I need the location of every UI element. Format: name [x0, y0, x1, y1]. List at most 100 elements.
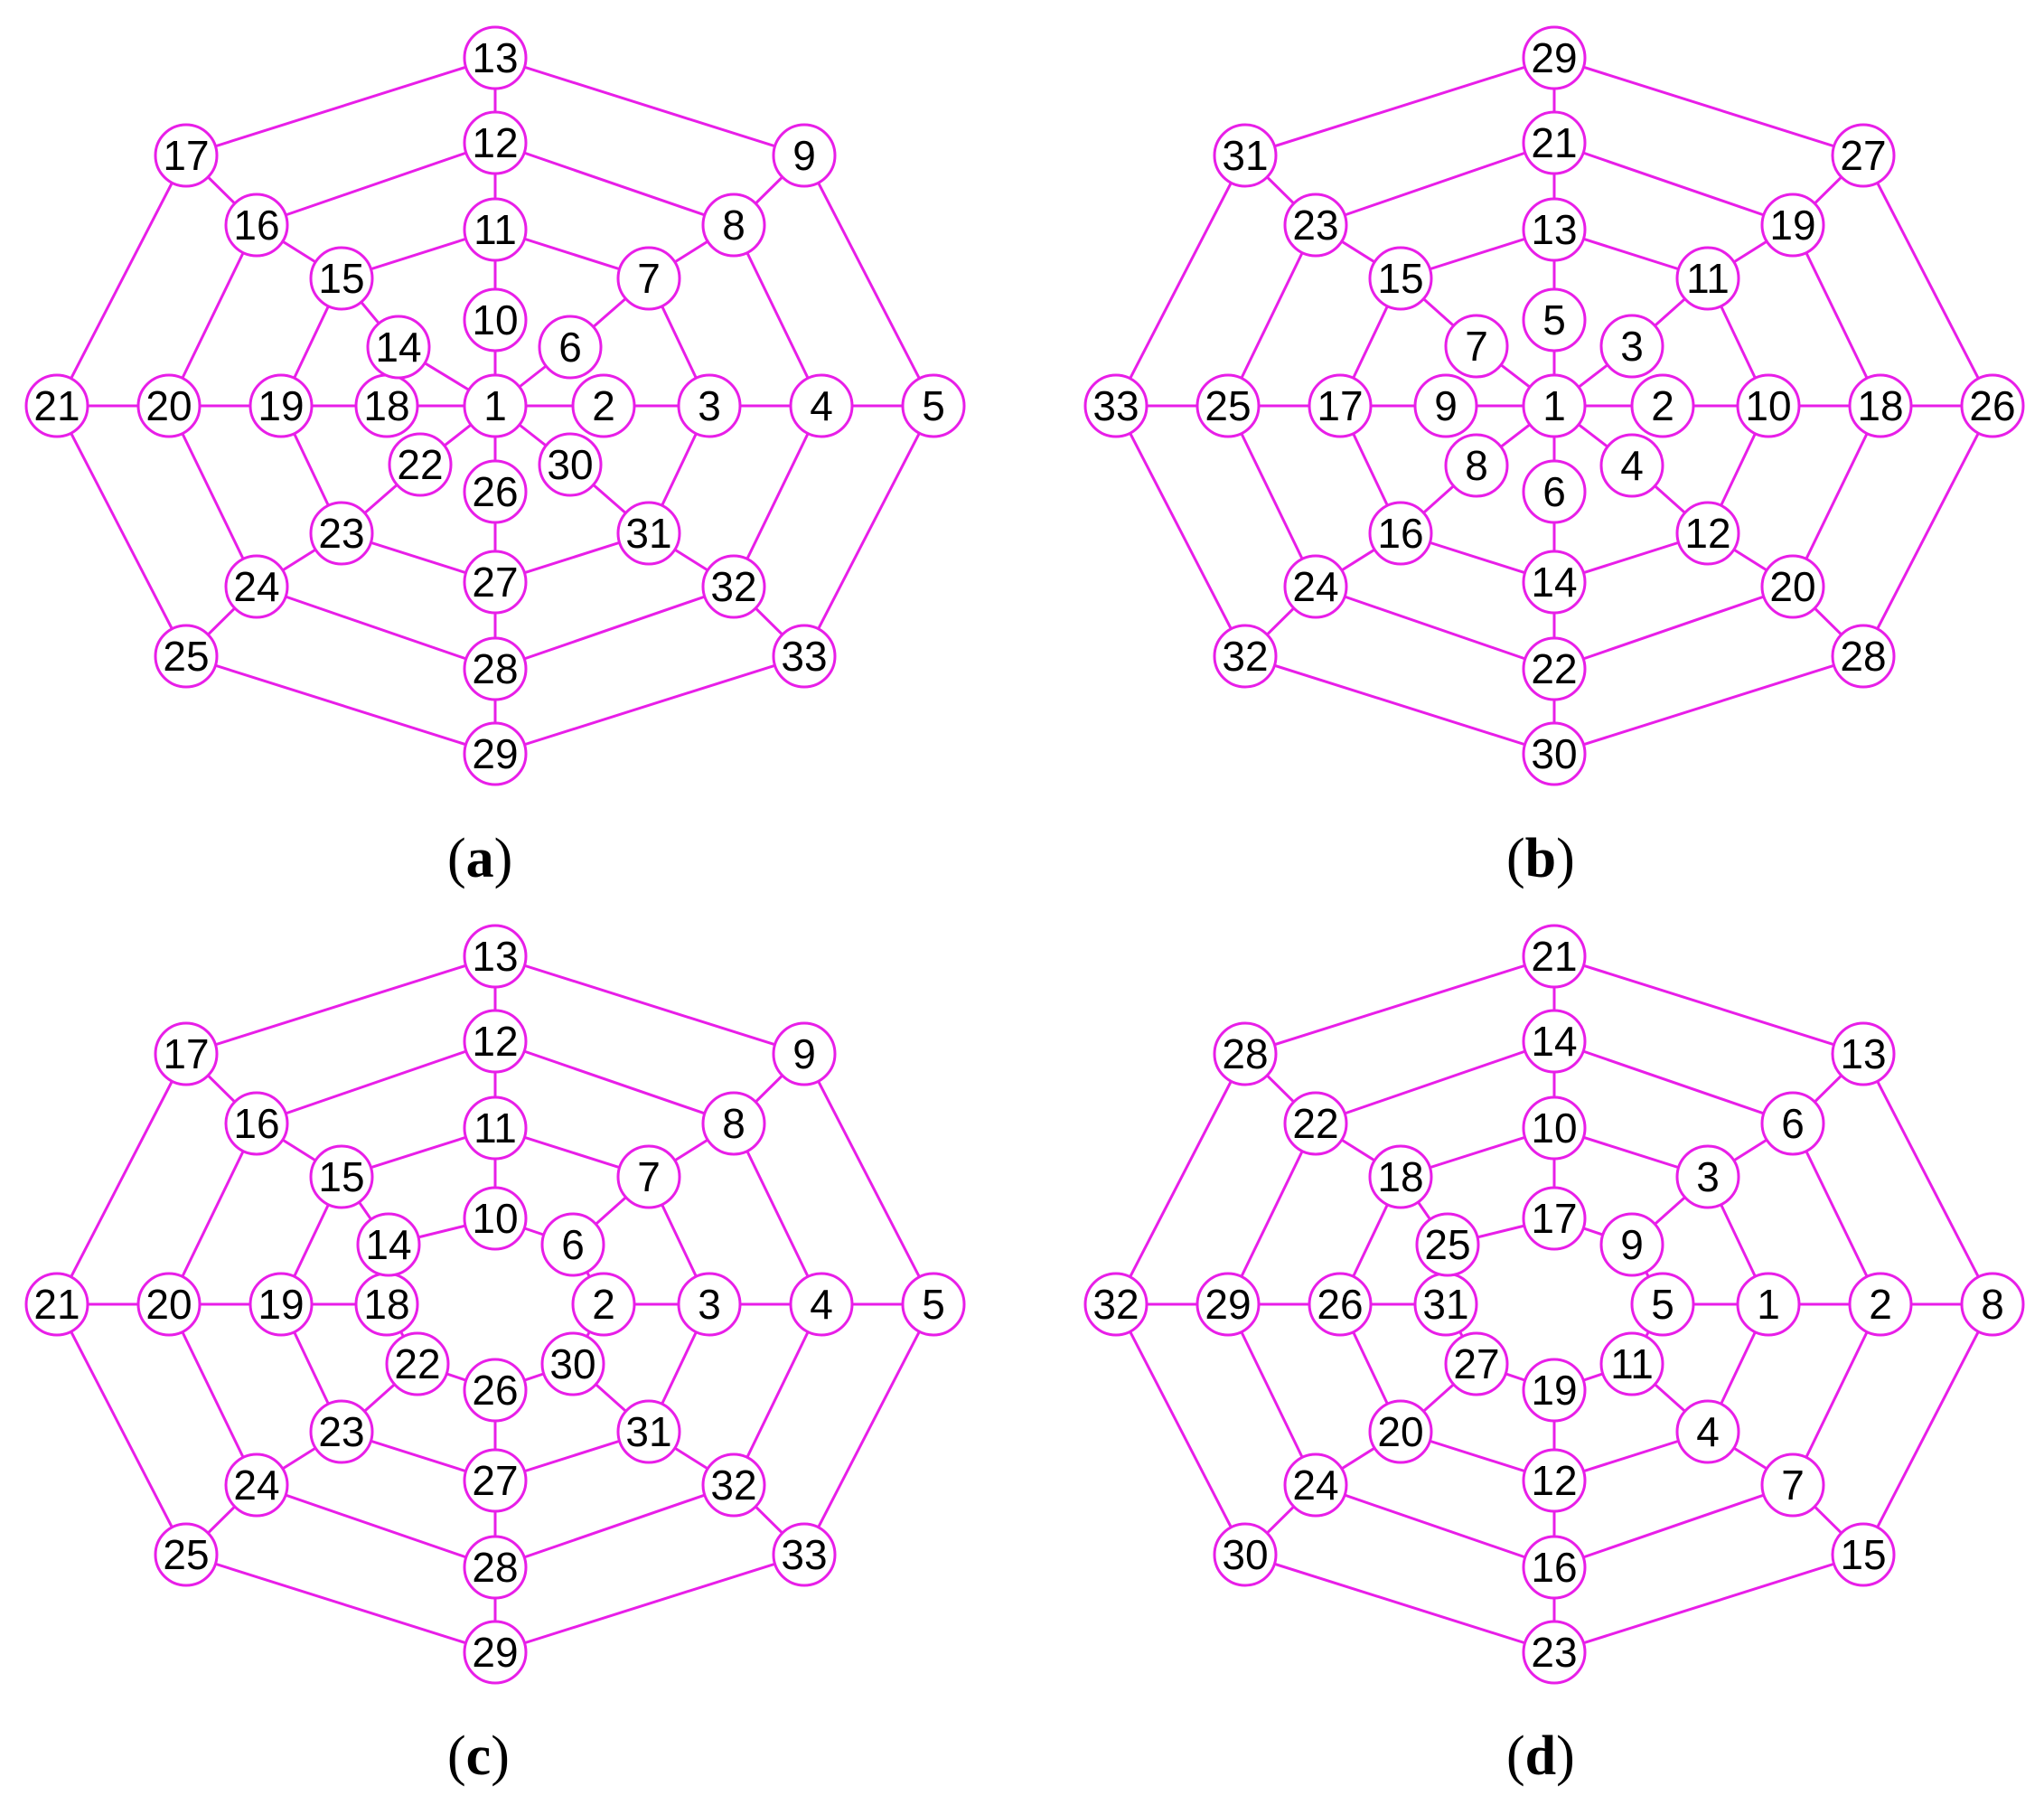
node-circle — [1522, 1620, 1587, 1685]
node-circle — [1960, 373, 2025, 438]
node-label: 24 — [233, 563, 279, 610]
node-circle — [1736, 1272, 1801, 1337]
node-circle — [1283, 1452, 1348, 1518]
edge-b-ring1-3 — [1553, 585, 1794, 671]
node-circle — [463, 1186, 528, 1251]
node-c-20: 20 — [136, 1272, 202, 1337]
node-d-20: 20 — [1368, 1399, 1433, 1464]
node-label: 26 — [1317, 1281, 1363, 1328]
node-circle — [385, 1331, 450, 1396]
node-label: 18 — [363, 382, 409, 429]
edge-d-ring1-7 — [1315, 1039, 1555, 1125]
node-label: 15 — [1840, 1531, 1886, 1578]
node-c-16: 16 — [224, 1091, 289, 1156]
edge-c-ring0-5 — [55, 1303, 188, 1556]
node-label: 7 — [637, 1153, 661, 1200]
node-label: 4 — [1620, 442, 1644, 489]
node-b-14: 14 — [1522, 550, 1587, 615]
node-d-4: 4 — [1675, 1399, 1740, 1464]
node-b-11: 11 — [1675, 246, 1740, 311]
node-a-16: 16 — [224, 193, 289, 258]
node-circle — [789, 1272, 854, 1337]
node-circle — [1213, 1522, 1278, 1587]
node-label: 14 — [1531, 1018, 1577, 1065]
node-label: 8 — [722, 1100, 745, 1147]
node-label: 14 — [1531, 559, 1577, 606]
node-circle — [463, 1535, 528, 1600]
node-c-32: 32 — [701, 1452, 766, 1518]
node-label: 30 — [549, 1340, 595, 1387]
edge-d-ring1-3 — [1553, 1483, 1794, 1569]
node-circle — [1522, 636, 1587, 701]
node-a-2: 2 — [571, 373, 636, 438]
node-b-7: 7 — [1444, 314, 1509, 379]
node-circle — [772, 123, 837, 188]
caption-d: (d) — [1506, 1725, 1575, 1787]
node-label: 14 — [365, 1221, 411, 1268]
node-label: 27 — [472, 1457, 518, 1504]
node-d-17: 17 — [1522, 1186, 1587, 1251]
node-label: 11 — [1686, 255, 1730, 302]
node-d-26: 26 — [1308, 1272, 1373, 1337]
node-d-11: 11 — [1599, 1331, 1664, 1396]
node-label: 18 — [1377, 1153, 1423, 1200]
node-circle — [1522, 287, 1587, 353]
node-label: 18 — [363, 1281, 409, 1328]
caption-a: (a) — [447, 828, 513, 889]
node-circle — [1213, 624, 1278, 689]
node-circle — [1599, 433, 1664, 498]
edge-b-ring0-2 — [1861, 405, 1994, 657]
node-circle — [309, 1399, 374, 1464]
node-label: 23 — [1531, 1629, 1577, 1676]
node-circle — [1522, 459, 1587, 524]
edge-c-ring1-7 — [256, 1039, 496, 1125]
node-label: 30 — [1222, 1531, 1268, 1578]
node-d-6: 6 — [1760, 1091, 1825, 1156]
edge-b-ring0-6 — [1114, 155, 1247, 407]
node-circle — [136, 1272, 202, 1337]
edge-d-ring0-2 — [1861, 1303, 1994, 1556]
node-circle — [1675, 1399, 1740, 1464]
edge-a-ring0-4 — [185, 654, 496, 756]
node-d-8: 8 — [1960, 1272, 2025, 1337]
caption-a-letter: a — [465, 828, 494, 889]
node-circle — [1831, 123, 1896, 188]
node-b-28: 28 — [1831, 624, 1896, 689]
node-label: 33 — [781, 1531, 827, 1578]
node-label: 16 — [1377, 510, 1423, 557]
node-c-25: 25 — [154, 1522, 219, 1587]
node-circle — [1444, 1331, 1509, 1396]
node-circle — [701, 554, 766, 619]
node-c-31: 31 — [616, 1399, 681, 1464]
node-circle — [1522, 197, 1587, 262]
node-label: 14 — [375, 324, 421, 371]
node-label: 12 — [472, 1018, 518, 1065]
node-d-16: 16 — [1522, 1535, 1587, 1600]
node-label: 1 — [1542, 382, 1566, 429]
node-c-6: 6 — [540, 1212, 605, 1277]
node-circle — [701, 193, 766, 258]
node-label: 22 — [394, 1340, 440, 1387]
node-b-30: 30 — [1522, 721, 1587, 786]
node-circle — [1831, 1021, 1896, 1086]
node-b-29: 29 — [1522, 25, 1587, 90]
edge-b-ring0-0 — [1553, 56, 1864, 157]
node-label: 23 — [318, 1408, 364, 1455]
node-d-32: 32 — [1083, 1272, 1149, 1337]
node-circle — [1522, 25, 1587, 90]
node-circle — [772, 1522, 837, 1587]
node-label: 32 — [1092, 1281, 1139, 1328]
node-d-24: 24 — [1283, 1452, 1348, 1518]
node-label: 28 — [472, 645, 518, 692]
node-circle — [571, 1272, 636, 1337]
node-a-17: 17 — [154, 123, 219, 188]
node-circle — [677, 373, 742, 438]
node-c-14: 14 — [356, 1212, 421, 1277]
node-c-27: 27 — [463, 1448, 528, 1513]
node-circle — [1195, 373, 1261, 438]
node-label: 29 — [472, 1629, 518, 1676]
edge-a-ring1-2 — [732, 405, 823, 588]
node-d-1: 1 — [1736, 1272, 1801, 1337]
node-d-10: 10 — [1522, 1095, 1587, 1161]
node-circle — [463, 1620, 528, 1685]
